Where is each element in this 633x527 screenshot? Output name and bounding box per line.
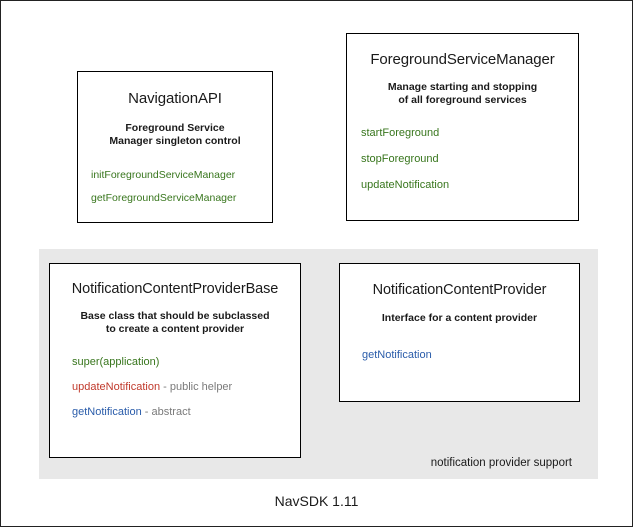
member-list-notification-content-provider: getNotification <box>340 349 579 361</box>
member-note: - abstract <box>141 405 191 418</box>
member-note: - public helper <box>160 380 233 393</box>
group-panel-label: notification provider support <box>430 457 572 469</box>
class-title-foreground-service-manager: ForegroundServiceManager <box>370 51 555 68</box>
member-item[interactable]: initForegroundServiceManager <box>91 169 272 181</box>
member-signature: getNotification <box>362 349 432 362</box>
member-item[interactable]: updateNotification <box>361 179 578 191</box>
class-description-navigation-api: Foreground Service Manager singleton con… <box>78 122 272 149</box>
class-description-line: of all foreground services <box>398 94 527 107</box>
member-list-notification-content-provider-base: super(application) updateNotification - … <box>50 356 300 418</box>
class-box-navigation-api[interactable]: NavigationAPI Foreground Service Manager… <box>77 71 273 223</box>
member-signature: updateNotification <box>361 178 450 191</box>
member-item[interactable]: startForeground <box>361 127 578 139</box>
member-item[interactable]: stopForeground <box>361 153 578 165</box>
class-description-notification-content-provider: Interface for a content provider <box>340 312 579 325</box>
class-description-line: Base class that should be subclassed <box>80 310 270 322</box>
member-signature: getForegroundServiceManager <box>91 191 237 204</box>
member-item[interactable]: updateNotification - public helper <box>72 381 300 393</box>
class-description-notification-content-provider-base: Base class that should be subclassed to … <box>50 310 300 337</box>
member-item[interactable]: super(application) <box>72 356 300 368</box>
footer-caption: NavSDK 1.11 <box>274 493 359 509</box>
class-box-notification-content-provider[interactable]: NotificationContentProvider Interface fo… <box>339 263 580 402</box>
member-signature: startForeground <box>361 126 440 139</box>
member-list-foreground-service-manager: startForeground stopForeground updateNot… <box>347 127 578 191</box>
class-description-line: Manage starting and stopping <box>387 81 538 93</box>
member-item[interactable]: getNotification <box>362 349 579 361</box>
class-description-line: Foreground Service <box>125 122 225 134</box>
class-description-line: to create a content provider <box>105 323 245 336</box>
class-description-line: Interface for a content provider <box>381 312 538 324</box>
class-description-foreground-service-manager: Manage starting and stopping of all fore… <box>347 81 578 108</box>
member-signature: super(application) <box>72 355 160 368</box>
class-title-navigation-api: NavigationAPI <box>128 90 222 107</box>
member-signature: initForegroundServiceManager <box>91 168 236 181</box>
member-signature: stopForeground <box>361 152 439 165</box>
class-title-notification-content-provider-base: NotificationContentProviderBase <box>71 281 279 297</box>
member-list-navigation-api: initForegroundServiceManager getForegrou… <box>78 169 272 204</box>
class-box-foreground-service-manager[interactable]: ForegroundServiceManager Manage starting… <box>346 33 579 221</box>
class-box-notification-content-provider-base[interactable]: NotificationContentProviderBase Base cla… <box>49 263 301 458</box>
member-signature: getNotification <box>72 405 142 418</box>
class-description-line: Manager singleton control <box>109 135 241 148</box>
notification-provider-support-group: NotificationContentProviderBase Base cla… <box>39 249 598 479</box>
member-item[interactable]: getNotification - abstract <box>72 406 300 418</box>
member-signature: updateNotification <box>72 380 161 393</box>
class-title-notification-content-provider: NotificationContentProvider <box>372 282 547 298</box>
member-item[interactable]: getForegroundServiceManager <box>91 192 272 204</box>
